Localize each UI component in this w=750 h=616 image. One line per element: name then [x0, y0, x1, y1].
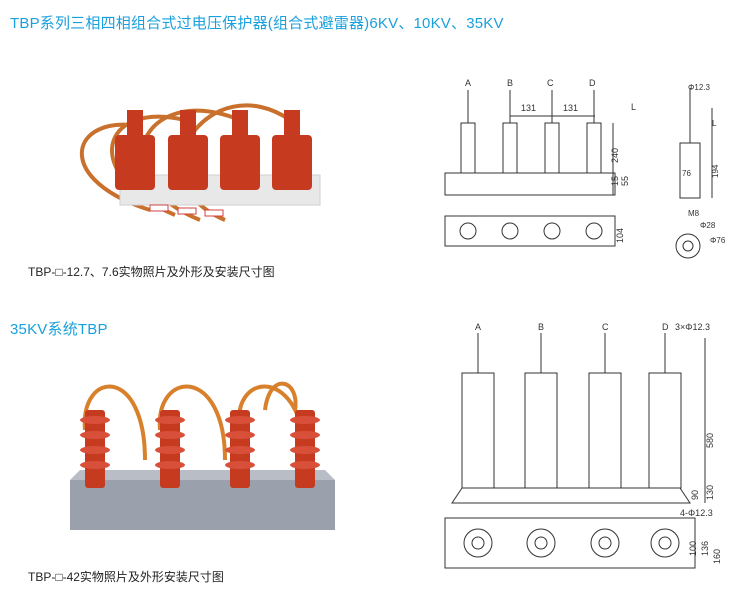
dimension-label: 160: [712, 549, 722, 564]
product-photo-tbp-12: [80, 103, 321, 222]
product-photo-tbp-42: [70, 381, 335, 530]
dimension-label: 3×Φ12.3: [675, 322, 710, 332]
phase-label: A: [465, 78, 471, 88]
dimension-label: 4-Φ12.3: [680, 508, 713, 518]
dimension-label: 580: [705, 433, 715, 448]
dimension-label: 104: [615, 228, 625, 243]
dimension-drawing-35kv: A B C D 3×Φ12.3 580 90 130 4-Φ12.3 100 1…: [444, 322, 722, 569]
dimension-label: Φ12.3: [688, 83, 711, 92]
dimension-label: 100: [688, 541, 698, 556]
dimension-label: L: [712, 119, 717, 128]
dimension-label: 240: [610, 148, 620, 163]
phase-label: C: [547, 78, 554, 88]
phase-label: B: [507, 78, 513, 88]
dimension-label: 55: [620, 176, 630, 186]
dimension-drawing-side-1: Φ12.3 L 194 76 Φ28 Φ76 M8: [675, 83, 726, 259]
dimension-label: 131: [521, 103, 536, 113]
phase-label: C: [602, 322, 609, 332]
dimension-label: 76: [682, 169, 691, 178]
dimension-label: 194: [711, 164, 720, 178]
section1-title: TBP系列三相四相组合式过电压保护器(组合式避雷器)6KV、10KV、35KV: [10, 15, 504, 32]
phase-label: B: [538, 322, 544, 332]
dimension-drawing-front-1: A B C D 131 131 240 15 55 104 L: [444, 78, 636, 247]
phase-label: A: [475, 322, 481, 332]
dimension-label: 131: [563, 103, 578, 113]
section1-caption: TBP-□-12.7、7.6实物照片及外形及安装尺寸图: [28, 265, 275, 279]
section2-caption: TBP-□-42实物照片及外形安装尺寸图: [28, 570, 224, 584]
dimension-label: 130: [705, 485, 715, 500]
dimension-label: L: [631, 102, 636, 112]
dimension-label: M8: [688, 209, 700, 218]
section2-title: 35KV系统TBP: [10, 321, 108, 338]
dimension-label: 90: [690, 490, 700, 500]
phase-label: D: [589, 78, 596, 88]
phase-label: D: [662, 322, 669, 332]
dimension-label: 136: [700, 541, 710, 556]
dimension-label: Φ76: [710, 236, 726, 245]
dimension-label: Φ28: [700, 221, 716, 230]
